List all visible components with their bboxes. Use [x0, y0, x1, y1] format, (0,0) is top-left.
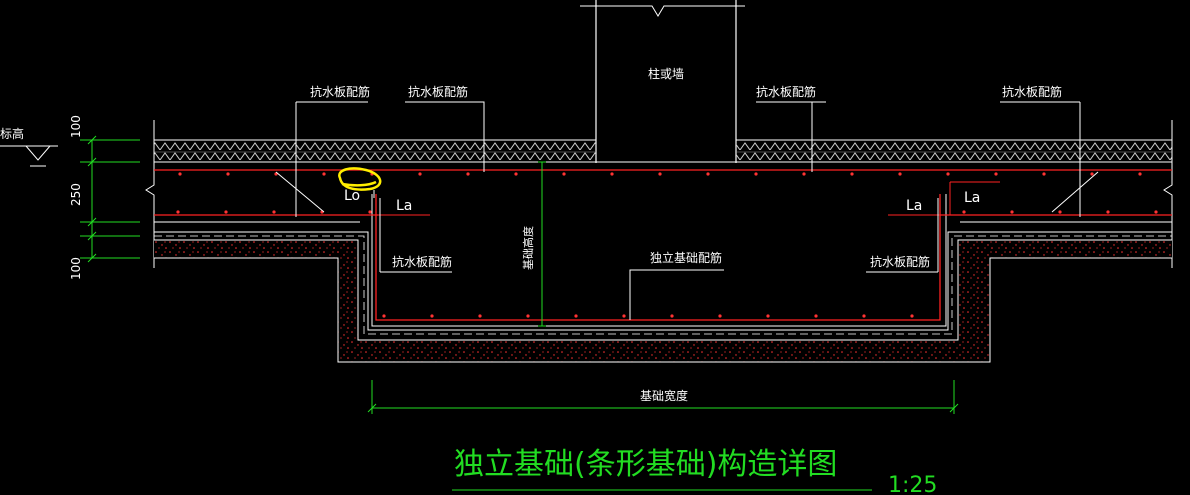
la-label-right-upper: La: [964, 190, 980, 206]
elevation-marker: [0, 145, 58, 167]
rebars: [154, 169, 1172, 321]
rebar-dot: [946, 172, 950, 176]
rebar-dot: [994, 172, 998, 176]
foundation-height-dimension: [538, 161, 546, 327]
rebar-dot: [322, 172, 326, 176]
rebar-dot: [514, 172, 518, 176]
elevation-label: 标高: [0, 126, 24, 141]
foundation-width-label: 基础宽度: [640, 388, 688, 403]
foundation-width-dimension: [367, 380, 959, 414]
drawing-title: 独立基础(条形基础)构造详图: [454, 447, 837, 482]
dim-top: 100: [69, 115, 83, 138]
rebar-dot: [622, 314, 626, 318]
rebar-dot: [478, 314, 482, 318]
rebar-dot: [862, 314, 866, 318]
rebar-dot: [562, 172, 566, 176]
rebar-dot: [418, 172, 422, 176]
foundation-height-label: 基础高度: [521, 226, 535, 270]
rebar-dot: [670, 314, 674, 318]
rebar-dot: [226, 172, 230, 176]
rebar-dot: [430, 314, 434, 318]
rebar-dot: [368, 210, 372, 214]
column-label: 柱或墙: [648, 66, 684, 81]
rebar-dot: [1042, 172, 1046, 176]
rebar-dot: [766, 314, 770, 318]
cushion-layer: [154, 231, 1172, 363]
top-hatch-layer: [154, 139, 1172, 163]
drawing-scale: 1:25: [888, 473, 937, 495]
la-label-right: La: [906, 198, 922, 214]
rebar-dot: [962, 210, 966, 214]
pit-outline: [371, 194, 947, 327]
rebar-dot: [718, 314, 722, 318]
rebar-dot: [178, 172, 182, 176]
rebar-dot: [802, 172, 806, 176]
column: [580, 0, 745, 163]
edge-lines: [145, 120, 1173, 268]
rebar-dot: [850, 172, 854, 176]
rebar-dot: [574, 314, 578, 318]
rebar-dot: [1106, 210, 1110, 214]
waterproof-rebar-label-1: 抗水板配筋: [310, 84, 370, 99]
leader-lines: [275, 101, 1099, 320]
rebar-dot: [1058, 210, 1062, 214]
rebar-dot: [1138, 172, 1142, 176]
rebar-dot: [898, 172, 902, 176]
waterproof-rebar-label-3: 抗水板配筋: [756, 84, 816, 99]
rebar-dot: [610, 172, 614, 176]
rebar-dot: [814, 314, 818, 318]
la-label-left: La: [396, 198, 412, 214]
highlight-mark: [338, 167, 382, 191]
dim-bottom: 100: [69, 257, 83, 280]
rebar-dot: [706, 172, 710, 176]
anchor-leaders: [372, 181, 1000, 216]
rebar-dots: [176, 172, 1158, 318]
lo-label: Lo: [344, 188, 360, 204]
rebar-dot: [176, 210, 180, 214]
rebar-dot: [658, 172, 662, 176]
waterproof-rebar-label-2: 抗水板配筋: [408, 84, 468, 99]
rebar-dot: [754, 172, 758, 176]
rebar-dot: [466, 172, 470, 176]
rebar-dot: [1090, 172, 1094, 176]
waterproof-rebar-label-4: 抗水板配筋: [1002, 84, 1062, 99]
rebar-dot: [526, 314, 530, 318]
rebar-dot: [910, 314, 914, 318]
left-dimension-chain: [80, 135, 140, 263]
rebar-dot: [1154, 210, 1158, 214]
rebar-dot: [1010, 210, 1014, 214]
rebar-dot: [224, 210, 228, 214]
rebar-dot: [382, 314, 386, 318]
waterproof-rebar-label-6: 抗水板配筋: [870, 254, 930, 269]
dim-middle: 250: [69, 183, 83, 206]
rebar-dot: [272, 210, 276, 214]
footing-rebar-label: 独立基础配筋: [650, 250, 722, 265]
waterproof-rebar-label-5: 抗水板配筋: [392, 254, 452, 269]
